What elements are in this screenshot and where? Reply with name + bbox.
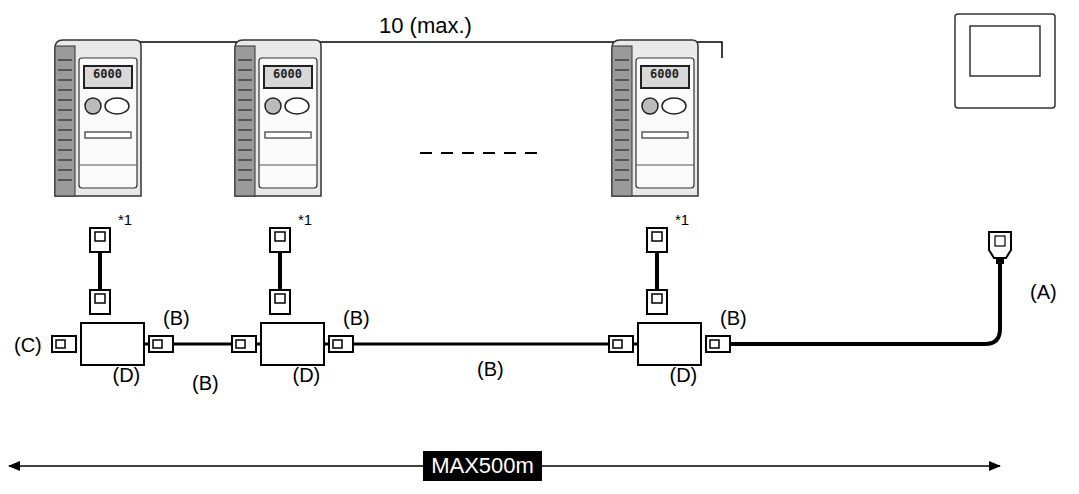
callout-letter: (A) — [1030, 281, 1057, 303]
callout-letter: (C) — [14, 334, 42, 356]
drop-cable — [100, 252, 657, 290]
callout-letter: (B) — [343, 307, 370, 329]
part-letter: (D) — [113, 364, 141, 386]
distributor-box: (D) — [637, 322, 702, 366]
part-letter: (D) — [670, 364, 698, 386]
cable-b — [325, 343, 637, 346]
note-mark: *1 — [298, 212, 312, 229]
count-label: 10 (max.) — [375, 14, 476, 38]
distributor-box: (D) — [80, 322, 145, 366]
distributor-box: (D) — [260, 322, 325, 366]
note-mark: *1 — [118, 212, 132, 229]
edge-label: (B) — [477, 358, 504, 380]
display-digits: 6000 — [93, 68, 122, 80]
length-text: MAX500m — [431, 453, 534, 479]
display-digits: 6000 — [273, 68, 302, 80]
length-badge: MAX500m — [423, 451, 542, 481]
callout-letter: (B) — [163, 307, 190, 329]
callout-letter: (B) — [720, 307, 747, 329]
part-letter: (D) — [293, 364, 321, 386]
note-mark: *1 — [675, 212, 689, 229]
ellipsis-dashes — [420, 152, 545, 154]
edge-label: (B) — [192, 372, 219, 394]
cable-a — [730, 262, 1000, 344]
display-digits: 6000 — [650, 68, 679, 80]
operation-panel — [955, 14, 1055, 264]
